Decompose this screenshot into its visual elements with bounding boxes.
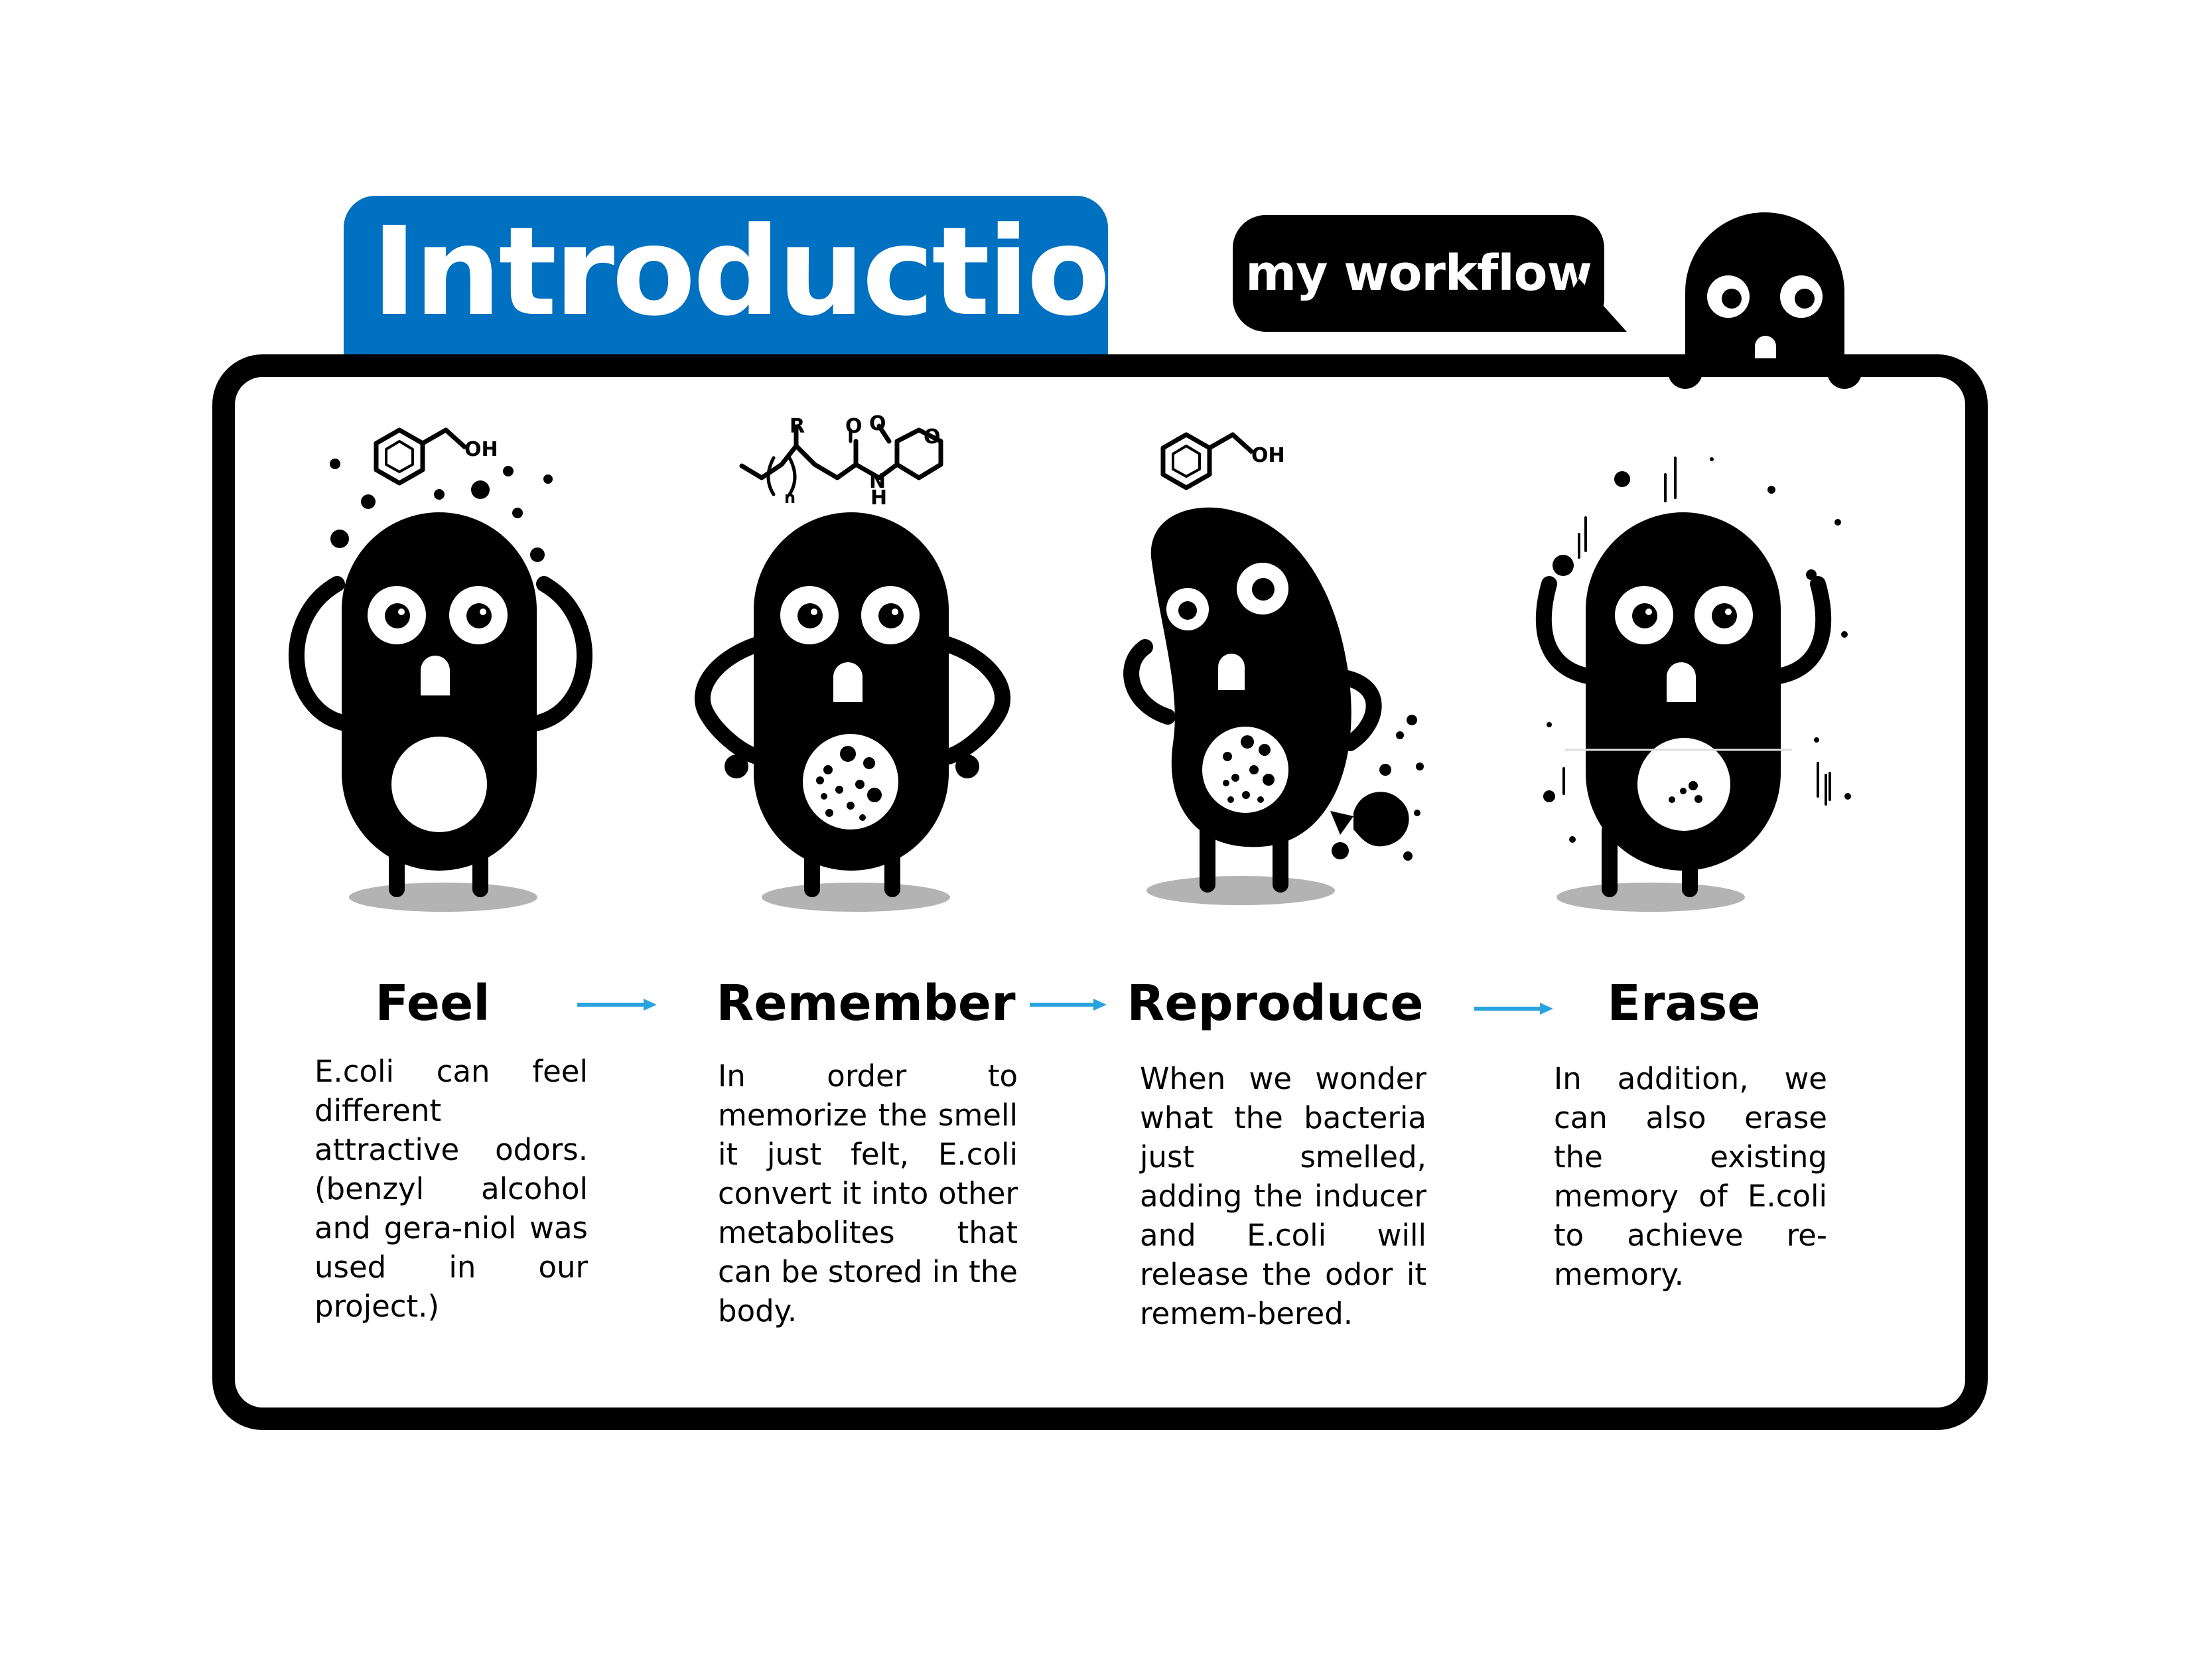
speech-bubble-label: my workflow xyxy=(1245,245,1592,302)
arrow-reproduce-to-erase-icon xyxy=(1474,1003,1553,1015)
speech-bubble xyxy=(1233,215,1604,332)
step-title-feel: Feel xyxy=(375,975,490,1032)
subscript-n-label: n xyxy=(784,488,795,507)
r-group-label: R xyxy=(790,415,805,438)
ahl-molecule-icon xyxy=(739,423,943,496)
step-description-reproduce: When we wonder what the bacteria just sm… xyxy=(1140,1061,1426,1331)
remember-character-icon xyxy=(694,512,1011,912)
erase-character-icon xyxy=(1535,512,1832,912)
benzyl-alcohol-molecule-icon xyxy=(374,427,468,486)
nitrogen-label: N xyxy=(869,470,886,493)
step-title-remember: Remember xyxy=(716,975,1016,1032)
peeking-mascot-icon xyxy=(1668,212,1862,389)
step-title-reproduce: Reproduce xyxy=(1127,975,1424,1032)
odor-dots-icon xyxy=(330,459,553,562)
step-title-erase: Erase xyxy=(1607,975,1761,1032)
feel-character-icon xyxy=(289,512,592,912)
released-odor-icon xyxy=(1330,715,1424,861)
hydroxyl-label-2: OH xyxy=(1251,444,1285,467)
motion-lines-icon xyxy=(1543,457,1851,843)
benzyl-alcohol-molecule-icon-2 xyxy=(1160,432,1255,490)
title-tab xyxy=(344,196,1108,368)
page-title: Introduction xyxy=(372,201,1195,343)
reproduce-character-icon xyxy=(1123,507,1382,905)
oxygen-label-3: O xyxy=(924,425,941,449)
arrow-remember-to-reproduce-icon xyxy=(1030,999,1107,1011)
hydrogen-label: H xyxy=(870,486,887,510)
speech-bubble-tail xyxy=(1546,279,1627,332)
step-description-remember: In order to memorize the smell it just f… xyxy=(718,1058,1018,1329)
hydroxyl-label: OH xyxy=(464,438,498,461)
step-description-erase: In addition, we can also erase the exist… xyxy=(1554,1061,1827,1292)
step-description-feel: E.coli can feel different attractive odo… xyxy=(314,1054,588,1324)
oxygen-label-2: O xyxy=(869,412,886,435)
oxygen-label-1: O xyxy=(845,415,863,438)
arrow-feel-to-remember-icon xyxy=(577,999,657,1011)
